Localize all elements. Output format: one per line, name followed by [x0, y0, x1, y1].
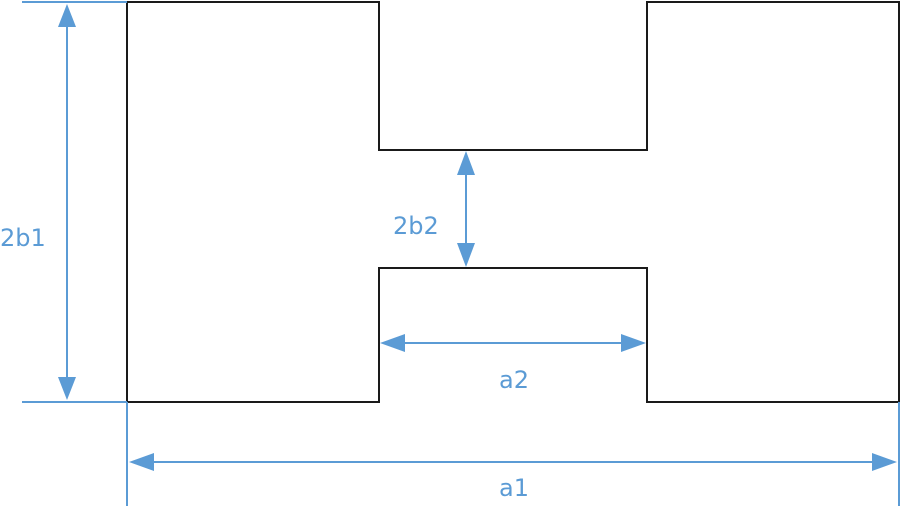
- arrow-right-icon: [621, 334, 646, 352]
- arrow-left-icon: [380, 334, 405, 352]
- dimension-a2: [380, 334, 646, 352]
- dimension-2b1: [58, 4, 76, 400]
- label-2b2: 2b2: [393, 212, 439, 240]
- arrow-left-icon: [129, 453, 154, 471]
- label-a2: a2: [499, 366, 529, 394]
- arrow-up-icon: [58, 4, 76, 27]
- label-a1: a1: [499, 474, 529, 502]
- arrow-down-icon: [58, 377, 76, 400]
- arrow-right-icon: [872, 453, 897, 471]
- arrow-down-icon: [457, 243, 475, 267]
- arrow-up-icon: [457, 151, 475, 175]
- dimension-a1: [129, 453, 897, 471]
- label-2b1: 2b1: [0, 224, 46, 252]
- dimension-2b2: [457, 151, 475, 267]
